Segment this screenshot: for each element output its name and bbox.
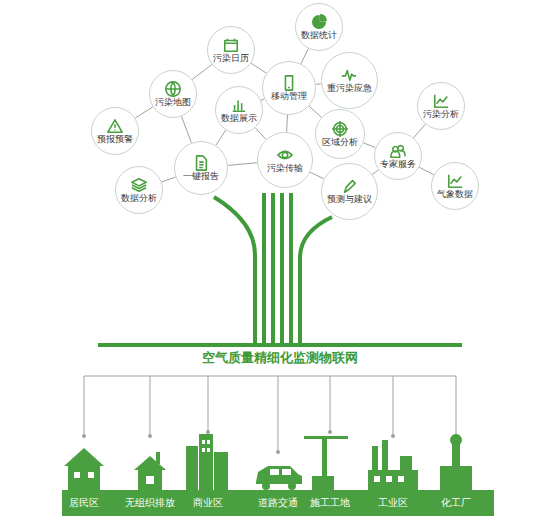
function-icon — [332, 121, 348, 137]
function-circle: 移动管理 — [262, 61, 316, 115]
function-label: 污染传输 — [267, 163, 303, 174]
function-icon — [390, 143, 406, 159]
function-circle: 数据展示 — [215, 86, 263, 134]
area-label: 商业区 — [193, 496, 223, 510]
function-circle: 预测与建议 — [321, 163, 378, 220]
branch-line — [255, 128, 266, 140]
function-icon — [447, 173, 463, 189]
function-circle: 污染传输 — [257, 132, 313, 188]
branch-line — [182, 116, 192, 142]
function-label: 气象数据 — [437, 189, 473, 200]
function-circle: 污染地图 — [149, 70, 197, 118]
function-label: 预报预警 — [97, 134, 133, 145]
function-circle: 气象数据 — [431, 162, 479, 210]
function-circle: 数据分析 — [115, 166, 163, 214]
network-bracket — [84, 376, 456, 452]
function-circle: 一键报告 — [174, 141, 228, 195]
area-label: 化工厂 — [441, 496, 471, 510]
branch-line — [135, 107, 153, 118]
function-label: 预测与建议 — [327, 194, 372, 205]
function-circle: 污染分析 — [417, 82, 465, 130]
branch-line — [414, 124, 426, 138]
function-circle: 区域分析 — [315, 109, 365, 159]
branch-line — [419, 167, 434, 175]
branch-line — [286, 115, 288, 132]
function-icon — [165, 81, 181, 97]
function-label: 污染日历 — [213, 53, 249, 64]
function-icon — [281, 75, 297, 91]
function-icon — [231, 97, 247, 113]
function-icon — [311, 14, 327, 30]
tree-trunk — [98, 193, 462, 345]
function-icon — [193, 155, 209, 171]
building-windows — [74, 440, 404, 484]
function-icon — [341, 67, 357, 83]
branch-line — [372, 170, 378, 175]
function-icon — [277, 147, 293, 163]
network-title: 空气质量精细化监测物联网 — [198, 349, 362, 367]
function-circle: 数据统计 — [295, 3, 343, 51]
branch-line — [216, 130, 226, 145]
function-circle: 污染日历 — [207, 26, 255, 74]
branch-line — [363, 143, 375, 148]
function-label: 污染分析 — [423, 109, 459, 120]
function-label: 数据统计 — [301, 30, 337, 41]
area-label: 工业区 — [378, 496, 408, 510]
function-label: 区域分析 — [322, 137, 358, 148]
function-icon — [433, 93, 449, 109]
function-circle: 预报预警 — [91, 107, 139, 155]
area-label: 施工工地 — [310, 496, 350, 510]
function-icon — [341, 178, 357, 194]
area-label: 居民区 — [69, 496, 99, 510]
branch-line — [251, 63, 266, 73]
branch-line — [310, 172, 323, 178]
function-label: 污染地图 — [155, 97, 191, 108]
function-icon — [107, 118, 123, 134]
bracket-dots — [82, 430, 458, 454]
buildings — [64, 434, 472, 490]
function-circle: 专家服务 — [374, 132, 422, 180]
area-label: 道路交通 — [258, 496, 298, 510]
function-circle: 重污染应急 — [321, 52, 378, 109]
function-label: 数据分析 — [121, 193, 157, 204]
function-label: 重污染应急 — [327, 83, 372, 94]
branch-line — [301, 49, 309, 64]
branch-line — [192, 65, 212, 80]
function-label: 数据展示 — [221, 113, 257, 124]
branch-line — [309, 106, 321, 117]
branch-line — [228, 163, 257, 166]
branch-line — [162, 177, 176, 182]
function-label: 移动管理 — [271, 91, 307, 102]
ground-band — [62, 490, 494, 516]
function-label: 专家服务 — [380, 159, 416, 170]
function-icon — [131, 177, 147, 193]
function-label: 一键报告 — [183, 171, 219, 182]
area-label: 无组织排放 — [125, 496, 175, 510]
branch-line — [316, 83, 321, 85]
function-icon — [223, 37, 239, 53]
